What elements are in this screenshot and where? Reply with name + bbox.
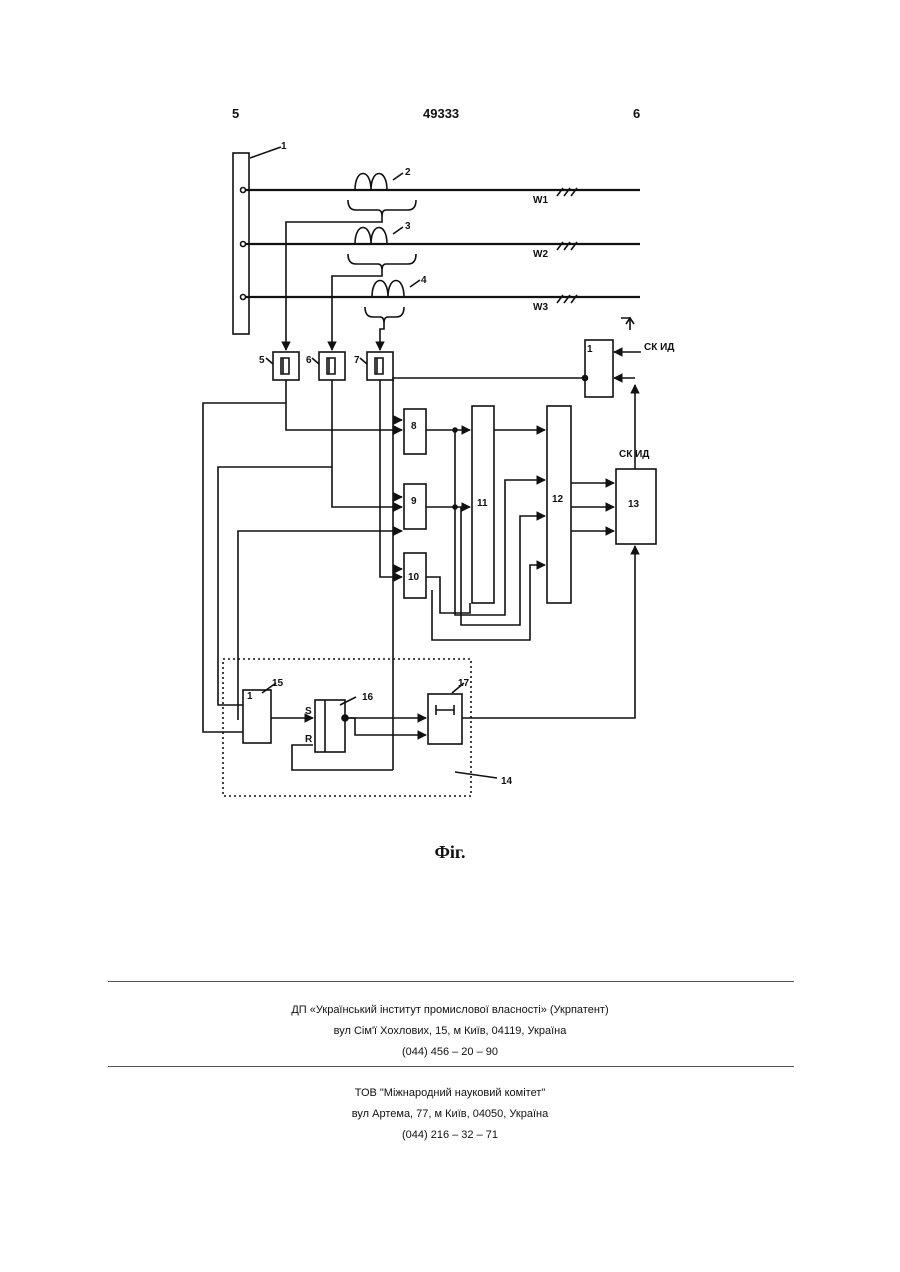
block-14-frame xyxy=(223,659,471,796)
current-transformer-2 xyxy=(355,174,387,191)
label-sk-id-top: СК ИД xyxy=(644,342,674,353)
publisher-phone: (044) 456 – 20 – 90 xyxy=(0,1042,900,1063)
divider-top xyxy=(108,981,794,982)
label-s: S xyxy=(305,706,312,717)
printer-address: вул Артема, 77, м Київ, 04050, Україна xyxy=(0,1104,900,1125)
label-12: 12 xyxy=(552,494,564,505)
label-16: 16 xyxy=(362,692,374,703)
label-17: 17 xyxy=(458,678,470,689)
circuit-diagram: 1 2 3 4 W1 W2 W3 5 6 7 8 9 10 11 12 13 1… xyxy=(0,0,900,830)
label-w3: W3 xyxy=(533,302,548,313)
printer-phone: (044) 216 – 32 – 71 xyxy=(0,1125,900,1146)
block-17 xyxy=(428,694,462,744)
publisher-name: ДП «Український інститут промислової вла… xyxy=(0,1000,900,1021)
figure-caption: Фіг. xyxy=(0,842,900,863)
label-4: 4 xyxy=(421,275,427,286)
label-5: 5 xyxy=(259,355,265,366)
label-2: 2 xyxy=(405,167,411,178)
label-15: 15 xyxy=(272,678,284,689)
block-6 xyxy=(319,352,345,380)
current-transformer-3 xyxy=(355,228,387,245)
publisher-address: вул Сім'ї Хохлових, 15, м Київ, 04119, У… xyxy=(0,1021,900,1042)
label-3: 3 xyxy=(405,221,411,232)
label-gate-1: 1 xyxy=(587,344,593,355)
imprint-printer: ТОВ "Міжнародний науковий комітет" вул А… xyxy=(0,1083,900,1146)
label-sk-id-mid: СК ИД xyxy=(619,449,649,460)
label-8: 8 xyxy=(411,421,417,432)
label-14: 14 xyxy=(501,776,513,787)
block-7 xyxy=(367,352,393,380)
label-1: 1 xyxy=(281,141,287,152)
imprint-publisher: ДП «Український інститут промислової вла… xyxy=(0,1000,900,1063)
current-transformer-4 xyxy=(372,281,404,298)
label-13: 13 xyxy=(628,499,640,510)
label-11: 11 xyxy=(477,498,488,509)
label-9: 9 xyxy=(411,496,417,507)
block-16 xyxy=(315,700,345,752)
divider-bottom xyxy=(108,1066,794,1067)
block-5 xyxy=(273,352,299,380)
label-w2: W2 xyxy=(533,249,548,260)
printer-name: ТОВ "Міжнародний науковий комітет" xyxy=(0,1083,900,1104)
label-7: 7 xyxy=(354,355,360,366)
label-w1: W1 xyxy=(533,195,548,206)
label-r: R xyxy=(305,734,313,745)
label-10: 10 xyxy=(408,572,420,583)
label-6: 6 xyxy=(306,355,312,366)
label-gate-15: 1 xyxy=(247,691,253,702)
